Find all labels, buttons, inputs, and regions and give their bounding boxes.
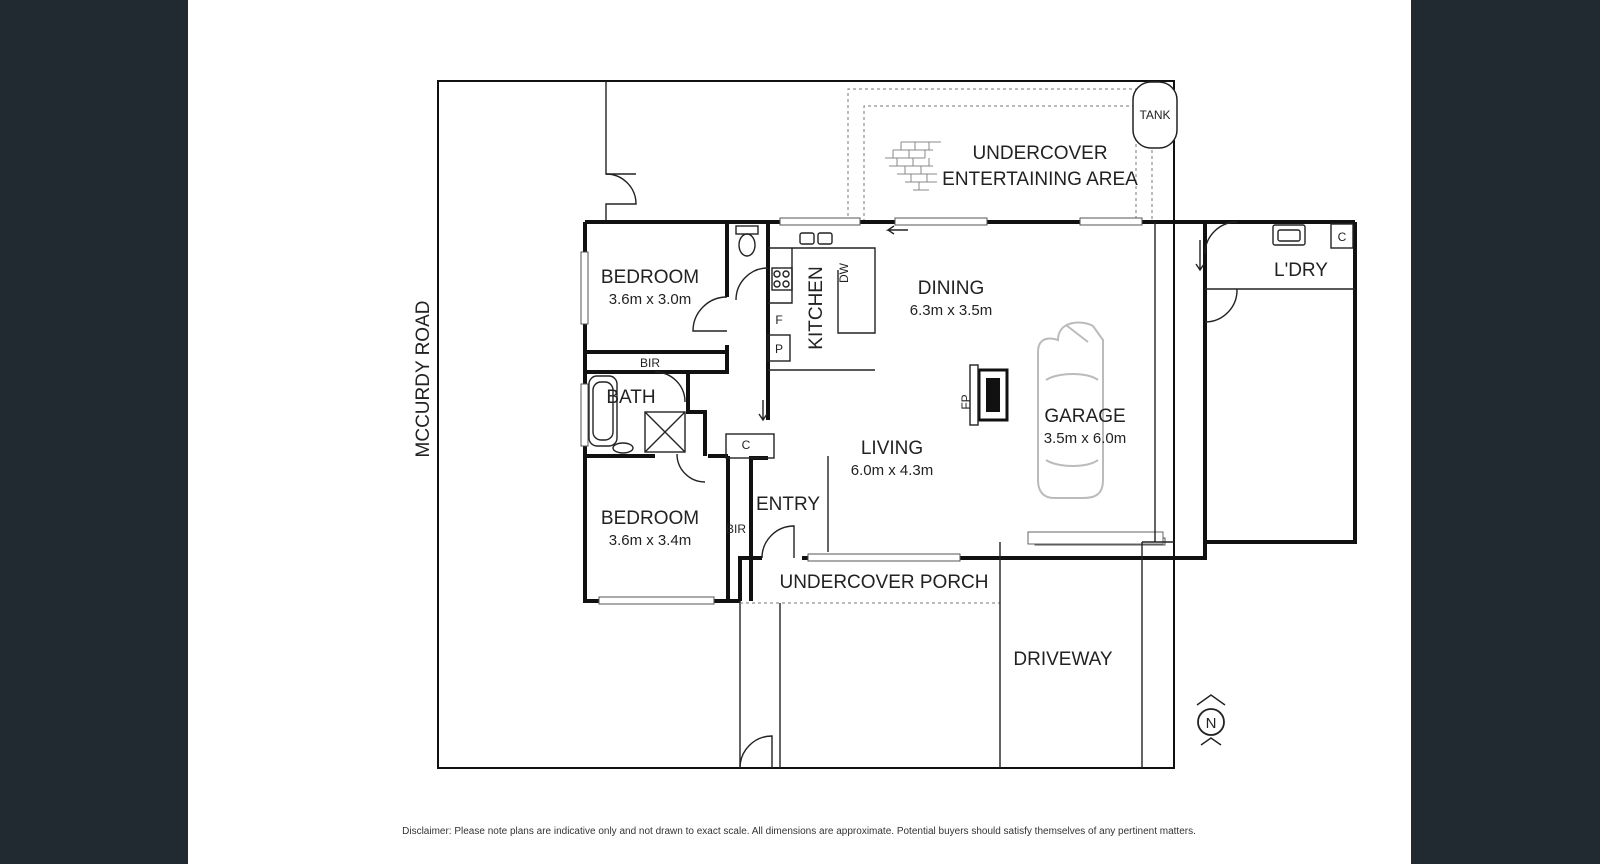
bathtub-inner	[592, 381, 614, 441]
wall-east	[1218, 222, 1357, 544]
bedroom2-dims: 3.6m x 3.4m	[609, 532, 692, 549]
fridge-label: F	[775, 313, 782, 327]
bedroom1-label: BEDROOM	[601, 267, 699, 288]
car-icon	[1037, 321, 1104, 499]
compass-icon	[1196, 694, 1226, 746]
pantry-label: P	[775, 342, 783, 356]
laundry-cupboard	[1330, 223, 1354, 249]
entertaining-label-1: UNDERCOVER	[972, 143, 1107, 164]
window	[1079, 217, 1143, 226]
gate-north	[605, 173, 637, 222]
kitchen-bench-side	[768, 248, 793, 304]
dishwasher-label: DW	[837, 262, 851, 283]
bir-bottom-label: BIR	[726, 522, 746, 536]
street-label: MCCURDY ROAD	[413, 301, 434, 458]
paving-icon	[885, 141, 941, 191]
sink-icon	[817, 232, 833, 245]
laundry-cupboard-label: C	[1338, 230, 1347, 244]
living-dims: 6.0m x 4.3m	[851, 462, 934, 479]
living-label: LIVING	[861, 438, 923, 459]
floorplan-drawing: TANK UNDERCOVER ENTERTAINING AREA BEDROO…	[402, 80, 1357, 837]
wall-bir2	[749, 456, 768, 601]
wall-south	[802, 540, 1218, 560]
gate-south	[739, 735, 773, 769]
driveway-label: DRIVEWAY	[1013, 649, 1113, 670]
sliding-door-arrow	[1195, 240, 1205, 272]
porch-label: UNDERCOVER PORCH	[779, 572, 988, 593]
entertaining-outline-inner	[863, 105, 1137, 222]
laundry-label: L'DRY	[1274, 260, 1328, 281]
window	[580, 251, 589, 325]
window	[894, 217, 988, 226]
dining-dims: 6.3m x 3.5m	[910, 302, 993, 319]
entry-label: ENTRY	[756, 494, 820, 515]
water-tank	[1132, 81, 1178, 149]
bath-label: BATH	[606, 387, 655, 408]
kitchen-label: KITCHEN	[806, 266, 827, 349]
toilet-icon	[735, 225, 759, 257]
window	[779, 217, 861, 226]
window	[598, 596, 715, 605]
sink-icon	[799, 232, 815, 245]
fireplace-icon	[969, 364, 1009, 426]
bir-top-label: BIR	[640, 356, 660, 370]
hall-cupboard-label: C	[742, 438, 751, 452]
door-wc	[735, 267, 769, 301]
door-bedroom2	[676, 453, 706, 483]
entertaining-outline	[847, 88, 1153, 222]
laundry-tub-icon	[1272, 224, 1306, 246]
door-garage	[1204, 288, 1238, 323]
pantry-box	[767, 334, 791, 362]
floorplan-sheet: TANK UNDERCOVER ENTERTAINING AREA BEDROO…	[188, 0, 1411, 864]
sliding-door-arrow	[885, 225, 908, 235]
bedroom1-dims: 3.6m x 3.0m	[609, 291, 692, 308]
window	[807, 553, 961, 562]
wall-porch-west	[738, 556, 762, 601]
garage-dims: 3.5m x 6.0m	[1044, 430, 1127, 447]
compass-label: N	[1206, 715, 1217, 732]
door-entry	[761, 525, 795, 559]
dining-label: DINING	[918, 278, 985, 299]
disclaimer: Disclaimer: Please note plans are indica…	[402, 826, 1196, 837]
laundry-sink-icon	[1277, 229, 1301, 242]
entertaining-label-2: ENTERTAINING AREA	[942, 169, 1138, 190]
basin-icon	[612, 442, 634, 454]
door-bath	[654, 371, 686, 403]
window	[580, 383, 589, 447]
wall-bath-east	[668, 370, 707, 456]
hall-cupboard	[725, 433, 775, 459]
sliding-door-arrow	[758, 400, 768, 422]
property-boundary	[437, 80, 1175, 769]
garage-label: GARAGE	[1044, 406, 1125, 427]
kitchen-bench	[768, 247, 876, 334]
bathtub-icon	[588, 375, 618, 447]
shower-icon	[644, 411, 686, 453]
fence-north	[605, 81, 636, 175]
fireplace-label: FP	[959, 394, 973, 409]
cooktop-icon	[771, 267, 793, 291]
wall-bir-bottom	[585, 345, 729, 374]
bedroom2-label: BEDROOM	[601, 508, 699, 529]
door-laundry-outside	[1204, 221, 1238, 255]
garage-door	[1027, 531, 1164, 545]
tank-label: TANK	[1139, 108, 1170, 122]
door-bedroom1	[692, 296, 728, 332]
